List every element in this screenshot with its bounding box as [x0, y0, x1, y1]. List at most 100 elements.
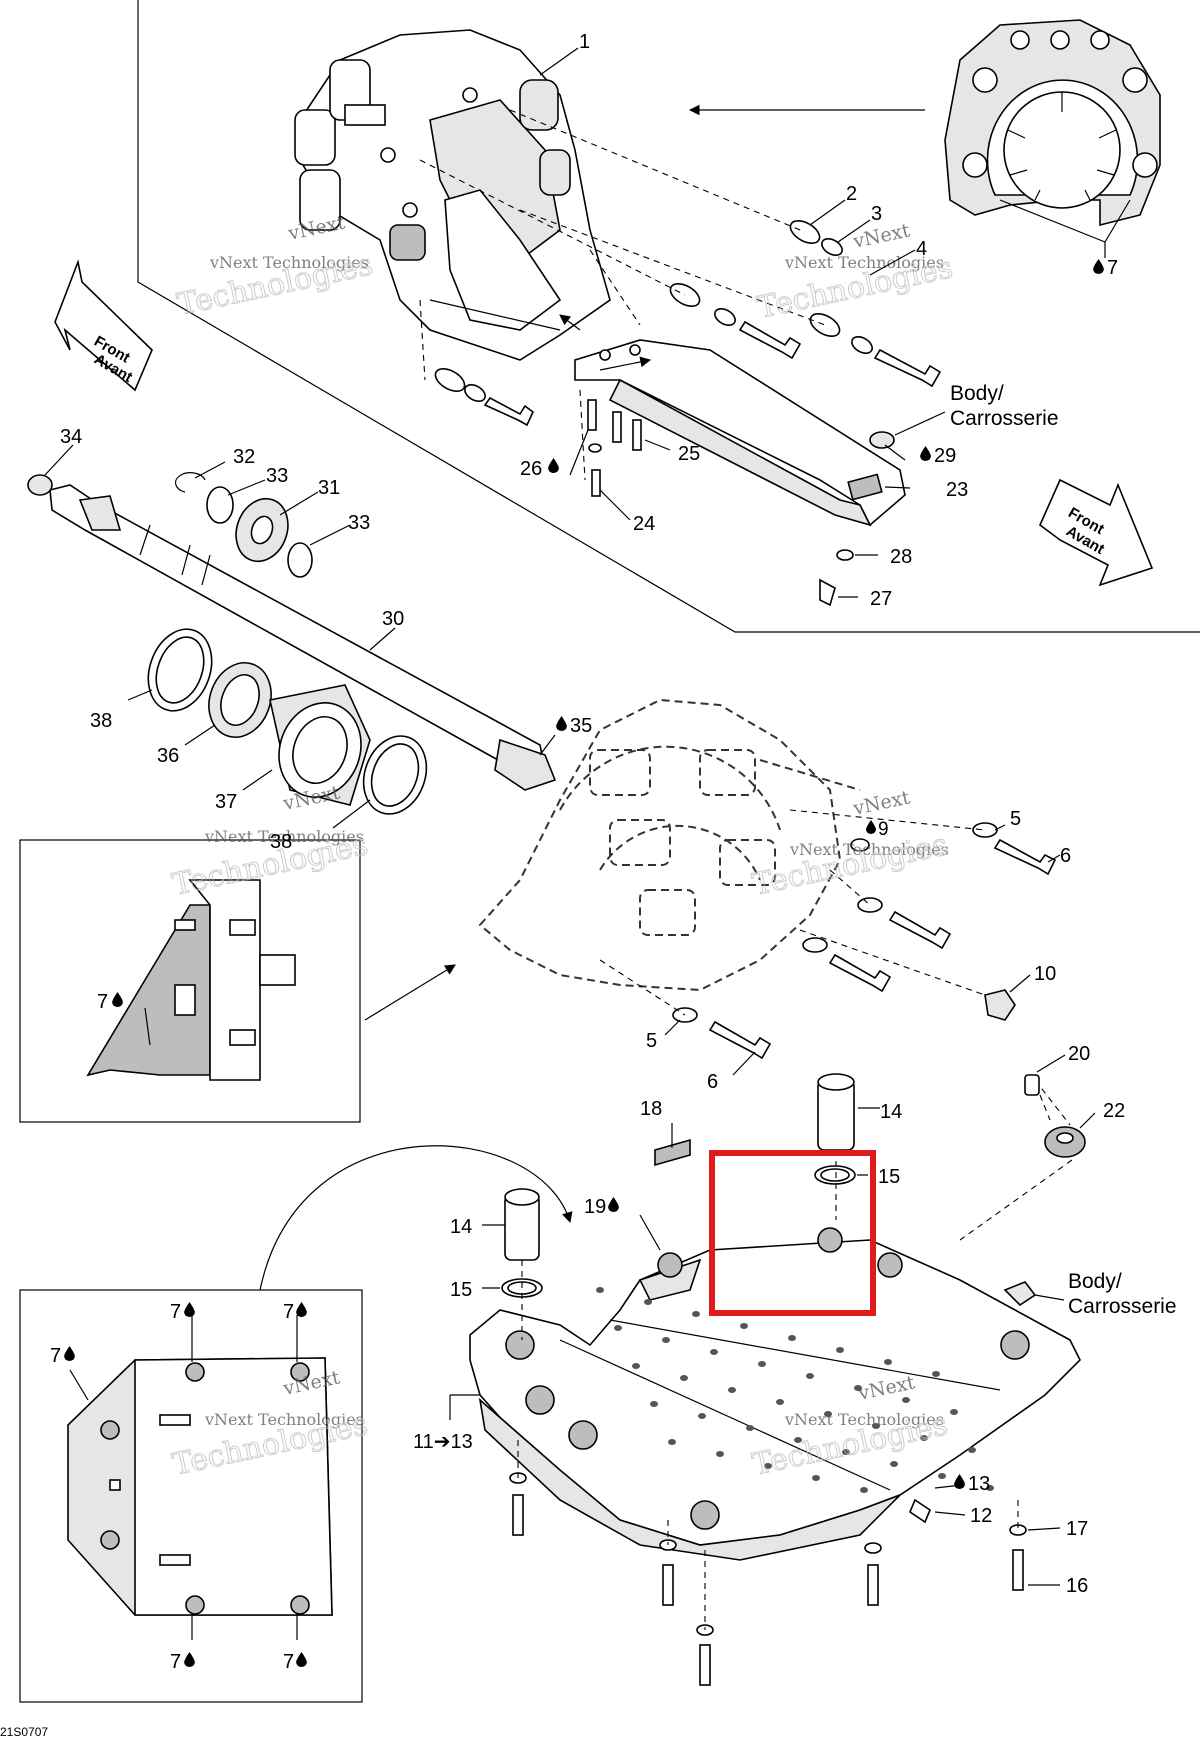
svg-text:38: 38 — [270, 831, 292, 853]
plate-hole — [794, 1437, 802, 1443]
svg-text:9: 9 — [878, 819, 889, 840]
svg-text:19: 19 — [584, 1196, 606, 1218]
plate-hole — [902, 1397, 910, 1403]
inset-sealant-pump — [19, 839, 361, 1123]
svg-text:27: 27 — [870, 588, 892, 610]
small-screws-24-28 — [587, 399, 895, 607]
plate-hole — [668, 1439, 676, 1445]
plate-hole — [614, 1325, 622, 1331]
svg-text:33: 33 — [348, 512, 370, 534]
drop-icon — [112, 992, 123, 1007]
plate-hole — [680, 1375, 688, 1381]
inset-pointer-arrow — [364, 964, 456, 1021]
shaft-small-parts — [27, 472, 313, 578]
ghost-pump-outline — [478, 698, 861, 992]
drop-icon — [184, 1652, 195, 1667]
svg-text:Body/: Body/ — [950, 382, 1004, 405]
plate-hole — [728, 1387, 736, 1393]
plate-hole — [776, 1399, 784, 1405]
drop-icon — [866, 820, 876, 834]
svg-text:28: 28 — [890, 546, 912, 568]
plate-hole — [860, 1487, 868, 1493]
svg-text:vNext: vNext — [850, 786, 912, 820]
svg-text:10: 10 — [1034, 963, 1056, 985]
plate-hole — [662, 1337, 670, 1343]
svg-text:35: 35 — [570, 715, 592, 737]
inset-curve-arrow — [259, 1145, 573, 1291]
svg-text:6: 6 — [707, 1071, 718, 1093]
plate-hole — [788, 1335, 796, 1341]
drive-shaft — [49, 484, 557, 791]
drop-icon — [184, 1302, 195, 1317]
svg-text:7: 7 — [50, 1345, 61, 1367]
bolts-5-6 — [672, 822, 1057, 1060]
svg-text:30: 30 — [382, 608, 404, 630]
svg-text:5: 5 — [1010, 808, 1021, 830]
svg-text:7: 7 — [1107, 257, 1118, 279]
svg-text:Carrosserie: Carrosserie — [1068, 1295, 1177, 1318]
assembly-dashed-lines-top — [419, 109, 826, 481]
plate-hole — [716, 1451, 724, 1457]
inset-plate-top-view — [19, 1289, 363, 1703]
svg-text:13: 13 — [968, 1473, 990, 1495]
svg-text:31: 31 — [318, 477, 340, 499]
plate-hole — [596, 1287, 604, 1293]
svg-text:vNext Technologies: vNext Technologies — [204, 1410, 364, 1429]
svg-text:17: 17 — [1066, 1518, 1088, 1540]
plate-hole — [644, 1299, 652, 1305]
drop-icon — [64, 1346, 75, 1361]
plate-hole — [764, 1463, 772, 1469]
svg-text:25: 25 — [678, 443, 700, 465]
svg-text:5: 5 — [646, 1030, 657, 1052]
svg-text:vNext Technologies: vNext Technologies — [209, 253, 369, 272]
drop-icon — [296, 1302, 307, 1317]
body-note-lower: Body/ Carrosserie — [1034, 1270, 1177, 1318]
drop-icon — [556, 716, 567, 731]
svg-text:26: 26 — [520, 458, 542, 480]
svg-text:15: 15 — [450, 1279, 472, 1301]
plate-bolt-holes — [596, 1287, 994, 1493]
plate-hole — [938, 1473, 946, 1479]
plate-hole — [698, 1413, 706, 1419]
drawing-code: 21S0707 — [0, 1725, 48, 1739]
plate-hole — [884, 1359, 892, 1365]
highlighted-region — [709, 1150, 876, 1316]
svg-text:37: 37 — [215, 791, 237, 813]
svg-text:Technologies: Technologies — [749, 827, 950, 903]
svg-text:Body/: Body/ — [1068, 1270, 1122, 1293]
boot-and-clamps — [147, 628, 428, 815]
svg-text:vNext Technologies: vNext Technologies — [784, 1410, 944, 1429]
svg-text:23: 23 — [946, 479, 968, 501]
plate-hole — [710, 1349, 718, 1355]
plate-hole — [986, 1485, 994, 1491]
plate-hole — [836, 1347, 844, 1353]
plate-hole — [968, 1447, 976, 1453]
svg-text:14: 14 — [880, 1101, 902, 1123]
fittings-14-15-18-22 — [501, 1073, 1086, 1340]
svg-text:29: 29 — [934, 445, 956, 467]
plate-hole — [632, 1363, 640, 1369]
plate-hole — [932, 1371, 940, 1377]
support-bracket — [559, 314, 906, 527]
plate-hole — [890, 1461, 898, 1467]
svg-text:11➔13: 11➔13 — [413, 1431, 473, 1453]
plate-hole — [692, 1311, 700, 1317]
svg-text:vNext: vNext — [285, 211, 347, 245]
drop-icon — [296, 1652, 307, 1667]
svg-text:vNext Technologies: vNext Technologies — [784, 253, 944, 272]
svg-text:3: 3 — [871, 203, 882, 225]
svg-text:32: 32 — [233, 446, 255, 468]
svg-text:22: 22 — [1103, 1100, 1125, 1122]
assembly-dashed-lines-mid — [599, 809, 1071, 1126]
svg-text:15: 15 — [878, 1166, 900, 1188]
svg-text:Carrosserie: Carrosserie — [950, 407, 1059, 430]
drop-icon — [548, 458, 559, 473]
svg-text:4: 4 — [916, 238, 927, 260]
svg-text:7: 7 — [170, 1651, 181, 1673]
top-assembly-frame — [137, 0, 1200, 633]
callout-labels: 1 2 3 4 7 34 32 33 31 33 26 25 24 29 23 … — [50, 31, 1125, 1673]
svg-text:20: 20 — [1068, 1043, 1090, 1065]
jet-pump-housing — [294, 29, 611, 361]
svg-text:1: 1 — [579, 31, 590, 53]
